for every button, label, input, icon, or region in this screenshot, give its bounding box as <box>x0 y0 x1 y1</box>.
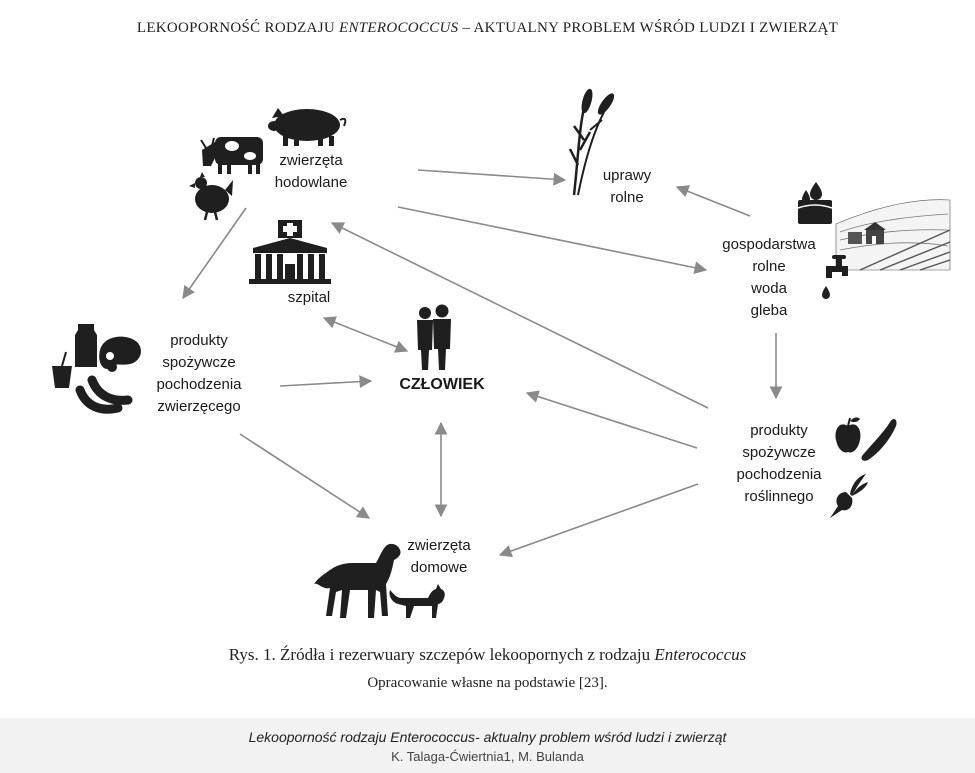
zucchini-icon <box>861 419 897 461</box>
figure-source: Opracowanie własne na podstawie [23]. <box>367 675 608 691</box>
node-animal-food: produkty spożywcze pochodzenia zwierzęce… <box>156 332 242 415</box>
people-icon <box>417 304 451 370</box>
hospital-icon <box>249 220 331 284</box>
cat-icon <box>389 584 445 618</box>
header-title-genus: ENTEROCOCCUS <box>339 20 459 36</box>
arrow-farm-animals-to-crops <box>417 169 567 186</box>
arrow-animal-food-to-human <box>279 375 373 389</box>
water-drop-icon <box>797 182 833 224</box>
arrows <box>182 169 783 558</box>
arrow-farm-animals-to-animal-food <box>182 207 247 300</box>
header-title-text: LEKOOPORNOŚĆ RODZAJU <box>136 20 340 36</box>
node-human: CZŁOWIEK <box>399 376 485 393</box>
arrow-animal-food-to-pets <box>239 433 371 519</box>
arrow-farms-to-crops <box>675 185 751 217</box>
node-plant-food: produkty spożywcze pochodzenia roślinneg… <box>736 422 822 505</box>
arrow-plant-food-to-human <box>525 390 698 449</box>
yogurt-icon <box>52 351 72 388</box>
faucet-icon <box>822 255 848 299</box>
figure-caption: Rys. 1. Źródła i rezerwuary szczepów lek… <box>0 645 975 665</box>
arrow-plant-food-to-farm-animals <box>330 222 709 409</box>
page-header: LEKOOPORNOŚĆ RODZAJU ENTEROCOCCUS – AKTU… <box>0 20 975 37</box>
sausage-icon <box>75 375 133 414</box>
milk-carton-icon <box>75 324 97 367</box>
farm-landscape-icon <box>835 199 951 271</box>
figure-caption-genus: Enterococcus <box>654 645 747 664</box>
arrow-plant-food-to-pets <box>498 483 699 558</box>
cow-icon <box>200 137 263 174</box>
node-farm-animals: zwierzęta hodowlane <box>274 152 348 191</box>
pig-icon <box>268 108 347 146</box>
header-title-rest: – AKTUALNY PROBLEM WŚRÓD LUDZI I ZWIERZĄ… <box>458 20 839 36</box>
node-crops: uprawy rolne <box>602 167 652 206</box>
footer-title: Lekooporność rodzaju Enterococcus- aktua… <box>248 729 727 745</box>
arrow-farm-animals-to-farms <box>397 206 708 274</box>
beet-icon <box>830 474 868 518</box>
footer-bar: Lekooporność rodzaju Enterococcus- aktua… <box>0 718 975 773</box>
dog-icon <box>314 543 401 618</box>
apple-icon <box>835 417 861 453</box>
arrow-hospital-human <box>322 316 409 353</box>
footer-authors: K. Talaga-Ćwiertnia1, M. Bulanda <box>391 749 584 764</box>
ham-icon <box>99 336 141 372</box>
wheat-icon <box>568 88 615 196</box>
node-hospital: szpital <box>287 289 331 306</box>
figure-caption-text: Rys. 1. Źródła i rezerwuary szczepów lek… <box>228 645 655 664</box>
node-farms: gospodarstwa rolne woda gleba <box>722 236 816 319</box>
node-pets: zwierzęta domowe <box>407 537 471 576</box>
chicken-icon <box>189 172 233 221</box>
